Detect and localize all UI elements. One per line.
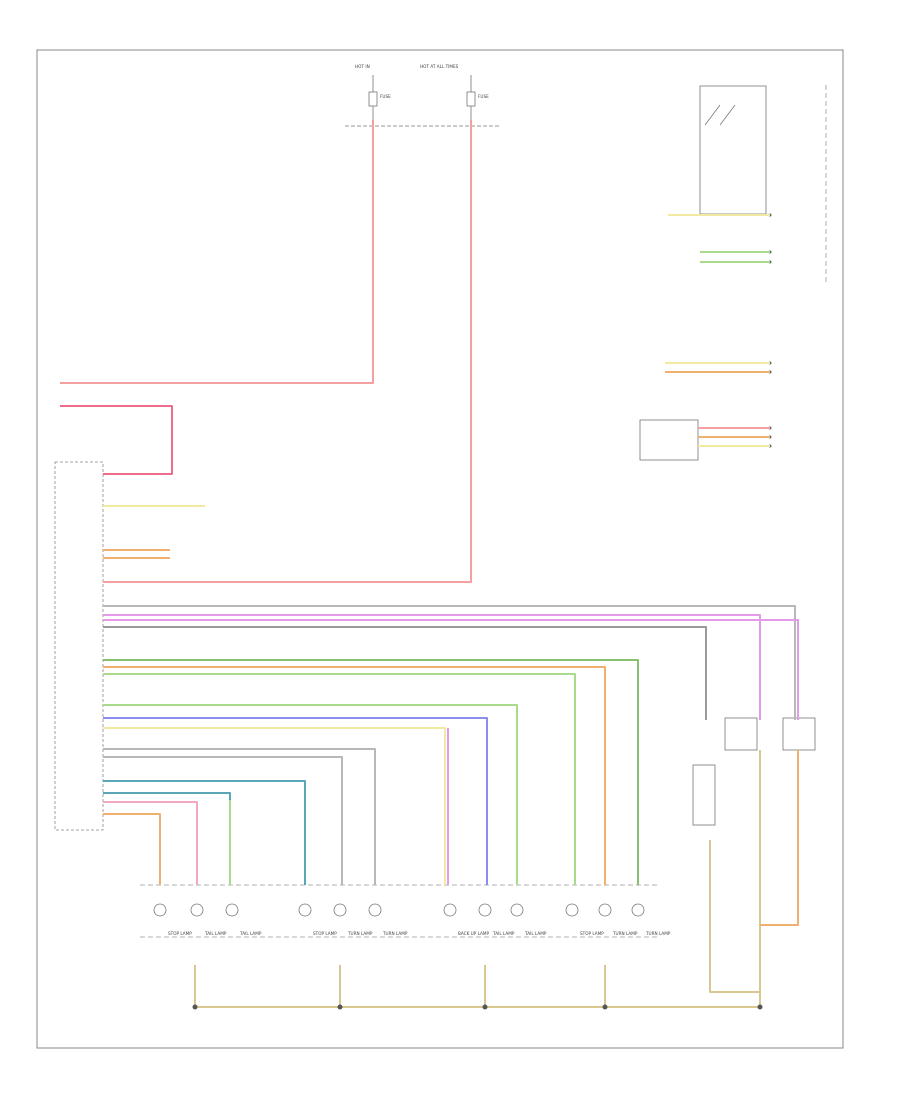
fuse-right: [466, 91, 476, 107]
left-control-module: [54, 461, 104, 831]
wire-w-teal: [103, 792, 231, 885]
lamp-label-8: TAIL LAMP: [492, 931, 515, 936]
wire-w-red-main: [60, 120, 374, 384]
left-module-box: [54, 461, 104, 831]
lamp-groups: [140, 884, 660, 938]
backup-lamp-box: [692, 764, 716, 826]
wire-w-gray-a: [103, 748, 376, 885]
lamp-bulb-3: [225, 903, 239, 917]
wire-w-green-1: [103, 659, 639, 885]
fuse-block-top: HOT IN HOT AT ALL TIMES FUSE FUSE: [345, 64, 500, 127]
combination-switch-box: [699, 85, 767, 215]
hot-at-all-times-label: HOT AT ALL TIMES: [420, 64, 459, 69]
diagram-frame: [36, 49, 844, 1049]
wire-w-orange-3: [103, 666, 606, 885]
lamp-bulb-10: [565, 903, 579, 917]
lamps: STOP LAMP TAIL LAMP TAIL LAMP STOP LAMP TURN…: [153, 903, 671, 936]
wire-w-teal-v: [103, 780, 306, 885]
lamp-label-2: TAIL LAMP: [204, 931, 227, 936]
lamp-bulb-11: [598, 903, 612, 917]
lamp-bulb-1: [153, 903, 167, 917]
lamp-label-12: TURN LAMP: [645, 931, 671, 936]
wire-w-pink-s: [103, 801, 198, 885]
fuse-right-label: FUSE: [478, 94, 489, 99]
lamp-label-4: STOP LAMP: [313, 931, 337, 936]
lamp-bulb-6: [368, 903, 382, 917]
lamp-bulb-8: [478, 903, 492, 917]
lamp-bulb-9: [510, 903, 524, 917]
wire-w-blue: [103, 717, 488, 885]
ground-junction-2: [337, 1004, 343, 1010]
combination-switch: [699, 85, 827, 285]
lamp-bulb-2: [190, 903, 204, 917]
wire-w-violet-1: [103, 614, 761, 720]
ground-junction-5: [757, 1004, 763, 1010]
fuse-left-label: FUSE: [380, 94, 391, 99]
wire-w-orange-rr: [760, 750, 799, 926]
wire-w-orange-s: [103, 813, 161, 885]
wire-w-dkgray: [103, 626, 707, 720]
lamp-label-5: TURN LAMP: [347, 931, 373, 936]
lamp-bulb-12: [631, 903, 645, 917]
wire-w-green-2: [103, 673, 576, 885]
fuse-left: [368, 91, 378, 107]
lamp-label-10: STOP LAMP: [580, 931, 604, 936]
wire-w-yellow-2: [103, 727, 446, 885]
wire-w-red-long: [103, 120, 472, 583]
wire-w-gray-b: [103, 756, 343, 885]
lamp-label-11: TURN LAMP: [612, 931, 638, 936]
rr-lamp-box-2: [782, 717, 816, 751]
rear-right-lamps: [692, 717, 816, 826]
wire-w-green-3: [103, 704, 518, 885]
ground-junction-1: [192, 1004, 198, 1010]
lamp-label-6: TURN LAMP: [382, 931, 408, 936]
ground-dots: [192, 1004, 763, 1010]
lamp-label-7: BACK UP LAMP: [458, 931, 489, 936]
hot-in-label: HOT IN: [355, 64, 370, 69]
wires: [60, 120, 799, 1008]
wire-w-gray-top: [103, 605, 796, 720]
lamp-bulb-5: [333, 903, 347, 917]
lamp-label-1: STOP LAMP: [168, 931, 192, 936]
wire-w-tan-rr: [709, 750, 761, 993]
lamp-label-3: TAIL LAMP: [239, 931, 262, 936]
lamp-bulb-7: [443, 903, 457, 917]
lamp-bulb-4: [298, 903, 312, 917]
ground-junction-3: [482, 1004, 488, 1010]
lamp-label-9: TAIL LAMP: [524, 931, 547, 936]
wire-w-violet-2: [103, 619, 799, 720]
right-connectors: [639, 213, 772, 461]
sensor-module: [639, 419, 699, 461]
rr-lamp-box-1: [724, 717, 758, 751]
ground-junction-4: [602, 1004, 608, 1010]
wire-w-red-pink: [60, 405, 173, 475]
